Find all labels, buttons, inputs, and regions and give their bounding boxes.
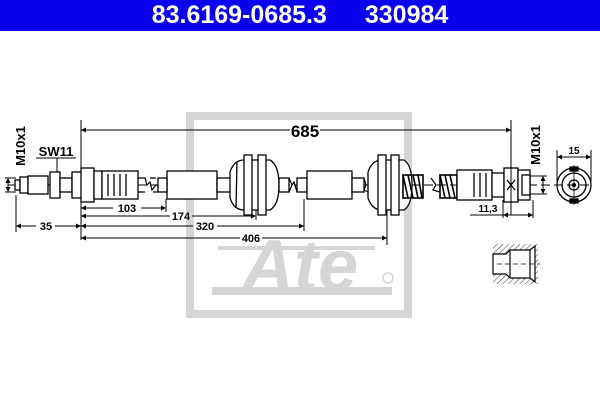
svg-text:Ate: Ate — [240, 226, 358, 306]
wrench-size-label: SW11 — [39, 144, 74, 159]
dim-103: 103 — [118, 203, 136, 215]
end-view — [556, 165, 592, 205]
left-thread-label: M10x1 — [13, 126, 28, 166]
dim-406: 406 — [242, 233, 260, 245]
dim-35: 35 — [40, 221, 52, 233]
right-thread-label: M10x1 — [528, 125, 543, 165]
dim-11-3: 11,3 — [479, 204, 498, 215]
ref-number: 330984 — [364, 1, 449, 29]
dim-174: 174 — [172, 211, 191, 223]
dimension-lines — [5, 120, 592, 245]
left-fitting — [14, 167, 139, 203]
dim-320: 320 — [196, 221, 214, 233]
header-bar: 83.6169-0685.3 330984 — [0, 0, 600, 31]
ate-watermark: Ate — [186, 112, 412, 318]
hose-body — [157, 154, 413, 216]
part-number: 83.6169-0685.3 — [151, 1, 327, 29]
dim-overall-length: 685 — [291, 122, 319, 141]
dim-15: 15 — [568, 146, 580, 157]
right-fitting — [456, 167, 531, 203]
section-detail — [492, 244, 540, 284]
